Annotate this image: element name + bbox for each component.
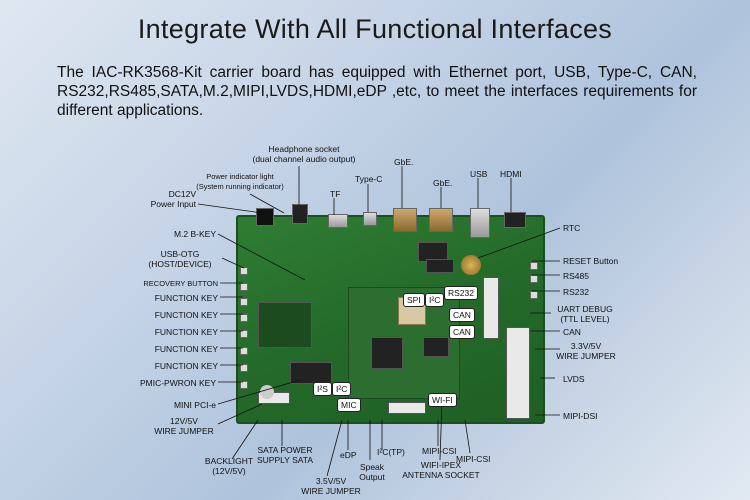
- gbe-port-1: [393, 208, 417, 232]
- label-function-key-3: FUNCTION KEY: [154, 327, 218, 337]
- label-usb-otg: USB-OTG(HOST/DEVICE): [148, 249, 212, 269]
- recovery-button: [240, 283, 248, 291]
- label-function-key-2: FUNCTION KEY: [154, 310, 218, 320]
- label-rs485: RS485: [563, 271, 589, 281]
- label-tf: TF: [330, 189, 341, 199]
- label-gbe-1: GbE.: [394, 157, 414, 167]
- rtc-battery: [461, 255, 481, 275]
- label-mipi-dsi: MIPI-DSI: [563, 411, 598, 421]
- label-can: CAN: [563, 327, 581, 337]
- tag-spi: SPI: [403, 293, 425, 307]
- label-uart: UART DEBUG(TTL LEVEL): [557, 304, 613, 324]
- label-hdmi: HDMI: [500, 169, 522, 179]
- tag-can-1: CAN: [449, 308, 475, 322]
- headphone-jack: [292, 204, 308, 224]
- page-description: The IAC-RK3568-Kit carrier board has equ…: [57, 64, 697, 119]
- gbe-port-2: [429, 208, 453, 232]
- typec-port: [363, 212, 377, 226]
- wifi-module: [388, 402, 426, 414]
- rs485-port: [530, 275, 538, 283]
- label-mini-pcie: MINI PCI-e: [173, 400, 216, 410]
- label-recovery: RECOVERY BUTTON: [143, 279, 218, 288]
- label-rs232: RS232: [563, 287, 589, 297]
- label-m2: M.2 B-KEY: [173, 229, 216, 239]
- tag-i2c-1: I²C: [425, 293, 445, 307]
- label-edp: eDP: [340, 450, 357, 460]
- tag-i2c-2: I²C: [332, 382, 352, 396]
- label-reset: RESET Button: [563, 256, 619, 266]
- tag-can-2: CAN: [449, 325, 475, 339]
- function-key-4: [240, 347, 248, 355]
- label-headphone: Headphone socket(dual channel audio outp…: [252, 144, 356, 164]
- label-rtc: RTC: [563, 223, 581, 233]
- function-key-1: [240, 298, 248, 306]
- usb-port: [470, 208, 490, 238]
- tag-mic: MIC: [337, 398, 361, 412]
- function-key-3: [240, 330, 248, 338]
- hdmi-port: [504, 212, 526, 228]
- label-function-key-5: FUNCTION KEY: [154, 361, 218, 371]
- label-backlight: BACKLIGHT(12V/5V): [204, 456, 254, 476]
- tag-wifi: WI-FI: [428, 393, 457, 407]
- m2-slot: [258, 302, 312, 348]
- tf-slot: [328, 214, 348, 228]
- usb-otg-port: [240, 267, 248, 275]
- header-pins: [483, 277, 499, 339]
- label-function-key-4: FUNCTION KEY: [154, 344, 218, 354]
- emmc-chip: [423, 337, 449, 357]
- pcie-slot: [290, 362, 332, 384]
- tag-i2s: I²S: [313, 382, 332, 396]
- pmic-pwron-key: [240, 381, 248, 389]
- label-typec: Type-C: [355, 174, 383, 184]
- ram-chip: [371, 337, 403, 369]
- eth-phy2: [426, 259, 454, 273]
- rs232-port: [530, 291, 538, 299]
- lvds-connector: [506, 327, 530, 419]
- function-key-5: [240, 364, 248, 372]
- label-i2c-tp: I²C(TP): [377, 447, 405, 457]
- label-lvds: LVDS: [563, 374, 585, 384]
- label-mipi-csi-1: MIPI-CSI: [422, 446, 457, 456]
- function-key-2: [240, 314, 248, 322]
- label-mipi-csi-2: MIPI-CSI: [456, 454, 491, 464]
- tag-rs232: RS232: [444, 286, 478, 300]
- page-title: Integrate With All Functional Interfaces: [137, 14, 613, 44]
- reset-button: [530, 262, 538, 270]
- label-gbe-2: GbE.: [433, 178, 453, 188]
- label-power-light: Power indicator light(System running ind…: [196, 172, 284, 191]
- label-usb: USB: [470, 169, 488, 179]
- label-function-key-1: FUNCTION KEY: [154, 293, 218, 303]
- label-pmic: PMIC-PWRON KEY: [139, 378, 216, 388]
